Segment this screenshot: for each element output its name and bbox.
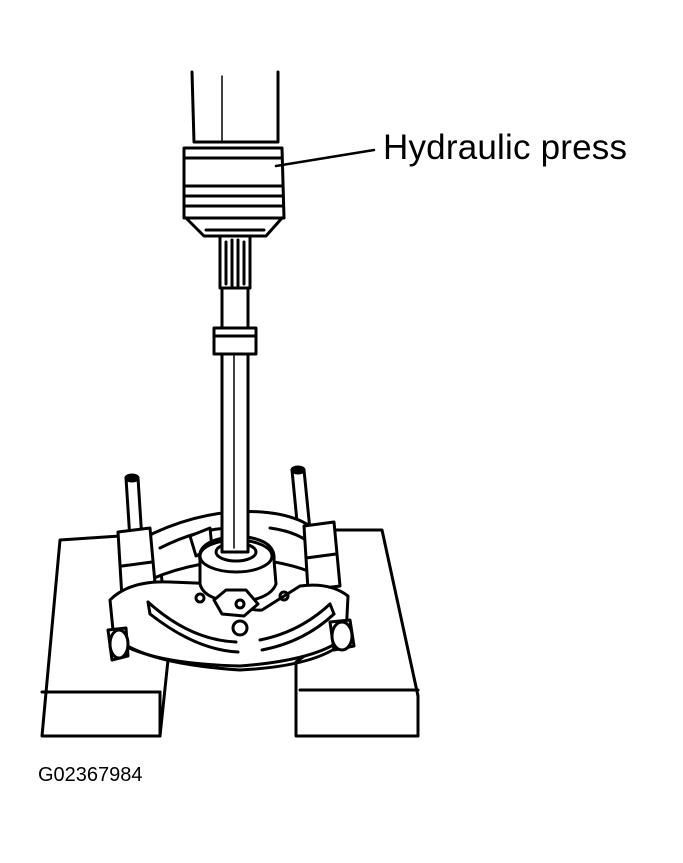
drive-shaft	[212, 234, 258, 554]
callout-leader-line	[274, 148, 376, 168]
figure-id: G02367984	[38, 764, 143, 786]
callout-label-hydraulic-press: Hydraulic press	[383, 128, 628, 167]
hydraulic-press	[182, 70, 286, 238]
